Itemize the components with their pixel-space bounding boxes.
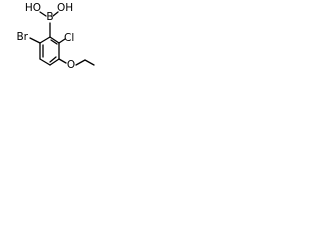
atom-label-chlorine: Cl [64, 32, 74, 44]
bond-ring-to-ether-oxygen [58, 58, 67, 64]
benzene-ring [39, 36, 60, 66]
atom-label-bromine: Br [16, 31, 28, 43]
atom-label-hydroxyl-left: HO [25, 2, 41, 14]
ring-bond-top-right [49, 36, 60, 44]
bond-oxygen-to-ethyl-ch2 [75, 59, 86, 66]
ring-bond-bottom-left [39, 58, 51, 66]
ring-bond-bottom-right [49, 58, 60, 66]
atom-label-boron: B [46, 11, 53, 23]
ring-bond-top-left [39, 36, 51, 44]
bond-ring-to-bromine [29, 37, 41, 44]
atom-label-ether-oxygen: O [67, 59, 75, 71]
bond-boron-to-hydroxyl-left [39, 11, 47, 17]
bond-ethyl-ch2-to-ch3 [84, 59, 95, 66]
ring-double-bond-top-right [50, 39, 58, 45]
bond-ring-to-chlorine [58, 38, 66, 44]
chemical-structure-diagram: B HO OH Br Cl O [16, 2, 95, 71]
bond-boron-to-hydroxyl-right [52, 11, 59, 17]
atom-label-hydroxyl-right: OH [57, 2, 73, 14]
ring-double-bond-bottom-right [49, 56, 57, 63]
